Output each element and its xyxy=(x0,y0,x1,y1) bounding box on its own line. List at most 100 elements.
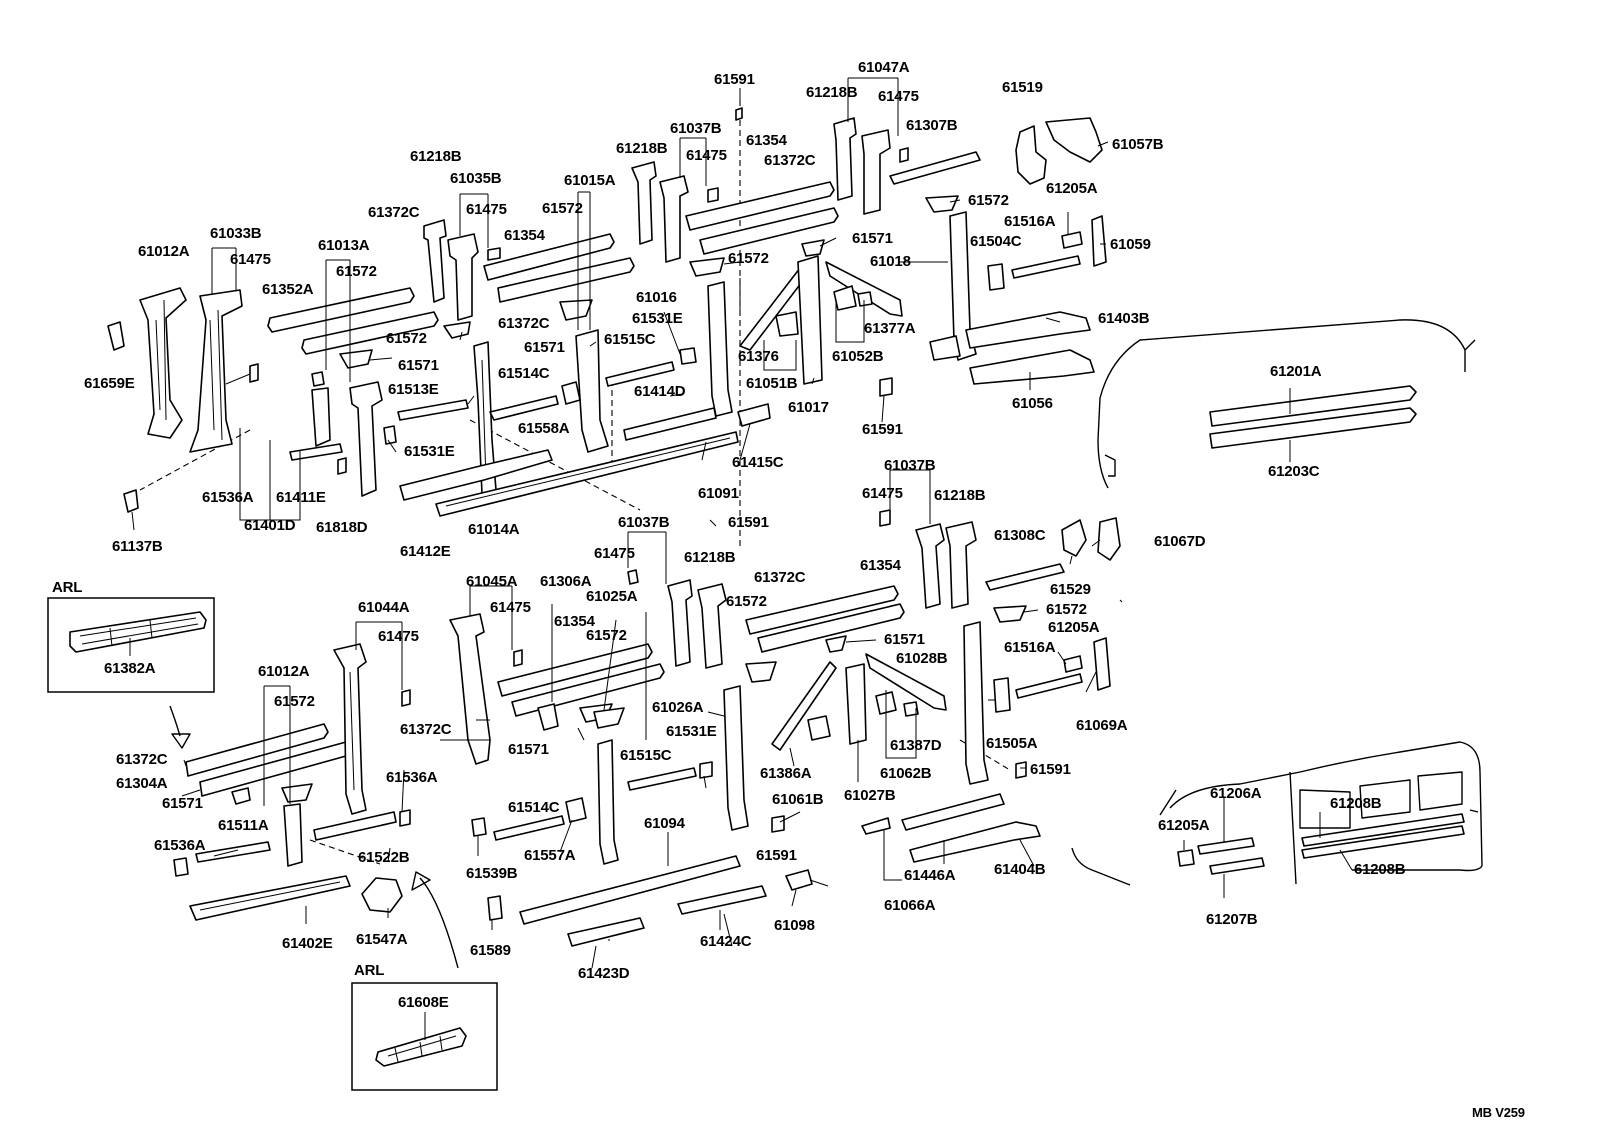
part-label: 61056 xyxy=(1012,395,1053,412)
part-label: 61514C xyxy=(508,799,560,816)
part-label: 61091 xyxy=(698,485,739,502)
part-label: 61354 xyxy=(554,613,595,630)
part-label: 61411E xyxy=(276,489,326,506)
part-label: 61047A xyxy=(858,59,910,76)
part-label: 61377A xyxy=(864,320,916,337)
part-label: 61572 xyxy=(1046,601,1087,618)
part-label: 61591 xyxy=(1030,761,1071,778)
part-label: 61061B xyxy=(772,791,824,808)
part-label: 61558A xyxy=(518,420,570,437)
part-label: 61372C xyxy=(498,315,550,332)
part-label: 61536A xyxy=(386,769,438,786)
part-label: 61098 xyxy=(774,917,815,934)
part-label: 61206A xyxy=(1210,785,1262,802)
part-label: 61475 xyxy=(466,201,507,218)
part-label: 61013A xyxy=(318,237,370,254)
box-part-bottom: 61608E xyxy=(398,994,449,1011)
part-label: 61572 xyxy=(386,330,427,347)
part-label: 61205A xyxy=(1158,817,1210,834)
part-label: 61372C xyxy=(400,721,452,738)
part-label: 61513E xyxy=(388,381,439,398)
part-label: 61572 xyxy=(274,693,315,710)
part-label: 61475 xyxy=(878,88,919,105)
part-label: 61412E xyxy=(400,543,451,560)
part-label: 61015A xyxy=(564,172,616,189)
arl-arrow-bottom xyxy=(411,871,459,969)
arl-arrow-top xyxy=(169,705,191,749)
part-label: 61205A xyxy=(1048,619,1100,636)
part-label: 61306A xyxy=(540,573,592,590)
part-label: 61571 xyxy=(524,339,565,356)
box-part-top: 61382A xyxy=(104,660,156,677)
part-label: 61571 xyxy=(508,741,549,758)
part-label: 61354 xyxy=(504,227,545,244)
part-label: 61529 xyxy=(1050,581,1091,598)
box-title-bottom: ARL xyxy=(354,962,385,979)
van-bottom-silhouette xyxy=(1071,741,1483,886)
part-label: 61572 xyxy=(728,250,769,267)
part-label: 61504C xyxy=(970,233,1022,250)
part-label: 61066A xyxy=(884,897,936,914)
part-label: 61028B xyxy=(896,650,948,667)
part-label: 61475 xyxy=(862,485,903,502)
part-label: 61401D xyxy=(244,517,296,534)
part-label: 61572 xyxy=(586,627,627,644)
part-label: 61571 xyxy=(884,631,925,648)
part-label: 61572 xyxy=(968,192,1009,209)
part-label: 61531E xyxy=(404,443,455,460)
part-label: 61572 xyxy=(542,200,583,217)
part-label: 61591 xyxy=(756,847,797,864)
part-label: 61035B xyxy=(450,170,502,187)
part-label: 61062B xyxy=(880,765,932,782)
part-label: 61531E xyxy=(666,723,717,740)
part-label: 61037B xyxy=(618,514,670,531)
part-label: 61037B xyxy=(884,457,936,474)
part-label: 61137B xyxy=(112,538,163,555)
part-label: 61067D xyxy=(1154,533,1206,550)
part-label: 61017 xyxy=(788,399,829,416)
part-label: 61475 xyxy=(230,251,271,268)
part-label: 61026A xyxy=(652,699,704,716)
part-label: 61536A xyxy=(202,489,254,506)
part-label: 61027B xyxy=(844,787,896,804)
part-label: 61446A xyxy=(904,867,956,884)
part-label: 61218B xyxy=(616,140,668,157)
part-label: 61051B xyxy=(746,375,798,392)
part-label: 61516A xyxy=(1004,639,1056,656)
part-label: 61475 xyxy=(378,628,419,645)
part-label: 61571 xyxy=(162,795,203,812)
part-label: 61094 xyxy=(644,815,685,832)
part-label: 61037B xyxy=(670,120,722,137)
part-label: 61659E xyxy=(84,375,135,392)
part-label: 61304A xyxy=(116,775,168,792)
part-label: 61818D xyxy=(316,519,368,536)
part-label: 61515C xyxy=(604,331,656,348)
diagram-code: MB V259 xyxy=(1472,1105,1525,1120)
part-label: 61424C xyxy=(700,933,752,950)
part-label: 61372C xyxy=(368,204,420,221)
part-label: 61547A xyxy=(356,931,408,948)
part-label: 61012A xyxy=(258,663,310,680)
part-label: 61052B xyxy=(832,348,884,365)
part-label: 61025A xyxy=(586,588,638,605)
part-label: 61531E xyxy=(632,310,683,327)
part-label: 61205A xyxy=(1046,180,1098,197)
box-title-top: ARL xyxy=(52,579,83,596)
part-label: 61475 xyxy=(490,599,531,616)
part-label: 61571 xyxy=(398,357,439,374)
part-label: 61423D xyxy=(578,965,630,982)
part-label: 61372C xyxy=(754,569,806,586)
part-label: 61402E xyxy=(282,935,333,952)
part-label: 61033B xyxy=(210,225,262,242)
part-label: 61059 xyxy=(1110,236,1151,253)
part-label: 61372C xyxy=(764,152,816,169)
part-label: 61572 xyxy=(726,593,767,610)
part-label: 61539B xyxy=(466,865,518,882)
part-label: 61589 xyxy=(470,942,511,959)
part-label: 61016 xyxy=(636,289,677,306)
part-label: 61307B xyxy=(906,117,958,134)
part-label: 61018 xyxy=(870,253,911,270)
part-label: 61218B xyxy=(684,549,736,566)
part-label: 61505A xyxy=(986,735,1038,752)
part-label: 61012A xyxy=(138,243,190,260)
